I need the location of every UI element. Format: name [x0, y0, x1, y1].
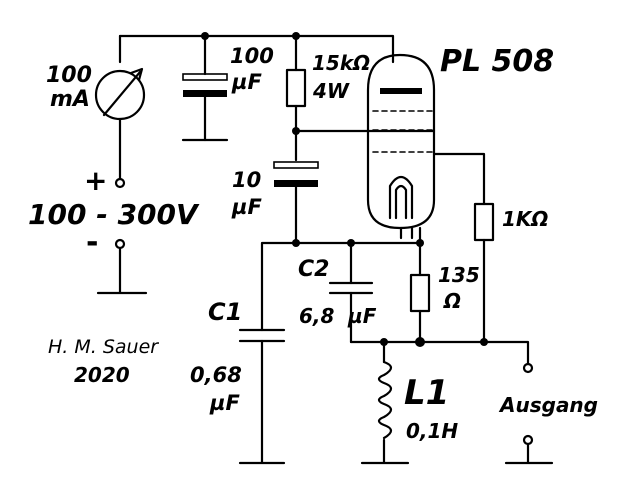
ground-terminal — [96, 238, 148, 295]
c2-name: C2 — [298, 257, 329, 282]
c2-value: 6,8 — [299, 304, 335, 328]
res-screen-power: 4W — [312, 79, 350, 103]
cap-supply-value: 100 — [230, 44, 274, 68]
c2-unit: µF — [347, 304, 377, 328]
capacitor-10uf — [273, 161, 319, 245]
meter-value: 100 — [46, 63, 92, 88]
supply-minus-label: - — [86, 225, 98, 260]
output-label: Ausgang — [498, 393, 598, 417]
c1-name: C1 — [208, 298, 242, 326]
supply-range-label: 100 - 300V — [28, 198, 200, 231]
inductor-l1 — [360, 340, 410, 465]
res-cathode-value: 135 — [438, 263, 480, 287]
res-screen-value: 15kΩ — [312, 51, 370, 75]
res-cathode-unit: Ω — [443, 289, 461, 313]
resistor-1k — [432, 152, 495, 344]
resistor-135-ohm — [409, 273, 431, 344]
capacitor-c1 — [238, 241, 298, 465]
l1-name: L1 — [404, 373, 449, 413]
pentode-tube — [366, 53, 436, 240]
capacitor-c2 — [328, 241, 374, 344]
author-name: H. M. Sauer — [48, 336, 159, 358]
cap-screen-unit: µF — [231, 195, 262, 219]
res-grid-value: 1KΩ — [502, 207, 548, 231]
output-ground-terminal — [504, 434, 554, 465]
c1-value: 0,68 — [190, 363, 242, 387]
author-year: 2020 — [74, 363, 130, 387]
tube-label: PL 508 — [440, 44, 554, 79]
output-node-wire — [349, 337, 534, 374]
c1-unit: µF — [209, 391, 240, 415]
supply-plus-label: + — [84, 164, 107, 197]
cap-supply-unit: µF — [231, 70, 262, 94]
resistor-15k — [285, 34, 436, 162]
l1-value: 0,1H — [406, 419, 458, 443]
meter-unit: mA — [50, 87, 90, 112]
cap-screen-value: 10 — [232, 168, 261, 192]
capacitor-100uf — [181, 34, 229, 142]
ammeter-symbol — [94, 67, 146, 189]
